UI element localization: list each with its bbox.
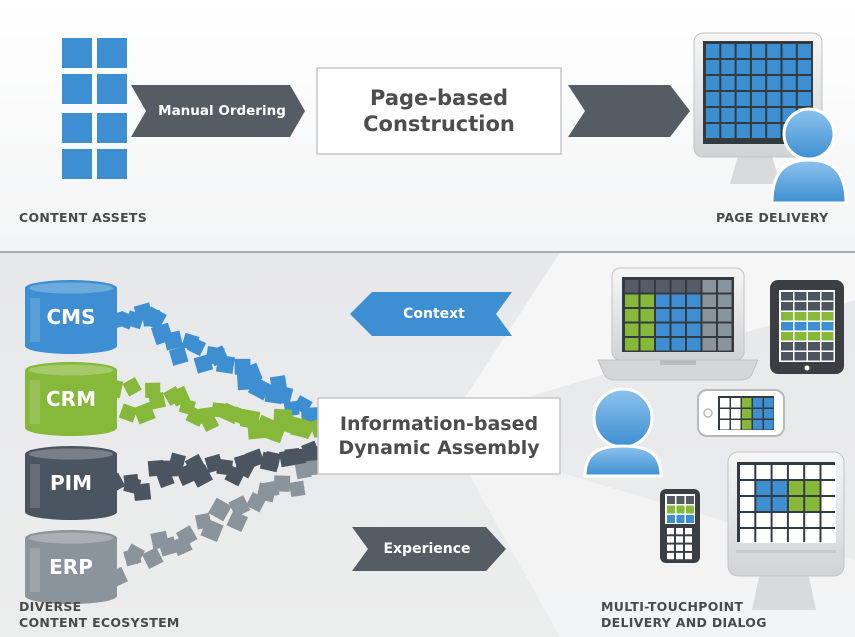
db-crm-icon (25, 362, 117, 436)
manual-ordering-label: Manual Ordering (158, 103, 286, 119)
manual-ordering-arrow (131, 85, 305, 137)
context-arrow (350, 292, 512, 336)
db-cms-icon (25, 280, 117, 354)
delivery-arrow (568, 85, 690, 137)
db-label-cms: CMS (46, 305, 96, 329)
ecosystem-line1: DIVERSE (19, 599, 82, 614)
page-based-box (316, 67, 562, 155)
ecosystem-label: DIVERSE CONTENT ECOSYSTEM (19, 599, 180, 631)
experience-label: Experience (383, 541, 471, 557)
page-based-line2: Construction (363, 112, 515, 136)
phone-portrait-icon (660, 489, 700, 563)
db-label-pim: PIM (49, 471, 92, 495)
multi-touchpoint-line1: MULTI-TOUCHPOINT (601, 599, 744, 614)
information-based-line2: Dynamic Assembly (338, 437, 540, 459)
experience-arrow (352, 527, 506, 571)
page-based-line1: Page-based (370, 86, 508, 110)
multi-touchpoint-line2: DELIVERY AND DIALOG (601, 615, 767, 630)
content-assets-grid (62, 38, 127, 179)
information-based-box (317, 397, 561, 475)
page-delivery-label: PAGE DELIVERY (716, 210, 829, 225)
context-label: Context (403, 306, 465, 322)
desktop-icon (727, 451, 845, 610)
light-wedge-bottom (450, 440, 855, 637)
db-label-erp: ERP (49, 555, 93, 579)
db-pim-icon (25, 446, 117, 520)
information-based-title: Information-based Dynamic Assembly (318, 398, 560, 474)
person-icon (583, 387, 663, 478)
db-label-crm: CRM (46, 387, 96, 411)
top-person-icon (770, 107, 848, 205)
tablet-icon (770, 280, 844, 374)
content-assets-label: CONTENT ASSETS (19, 210, 148, 225)
ecosystem-line2: CONTENT ECOSYSTEM (19, 615, 180, 630)
laptop-icon (597, 267, 759, 381)
multi-touchpoint-label: MULTI-TOUCHPOINT DELIVERY AND DIALOG (601, 599, 767, 631)
phone-landscape-icon (697, 389, 785, 437)
page-based-title: Page-based Construction (317, 68, 561, 154)
information-based-line1: Information-based (339, 413, 539, 435)
db-erp-icon (25, 530, 117, 604)
